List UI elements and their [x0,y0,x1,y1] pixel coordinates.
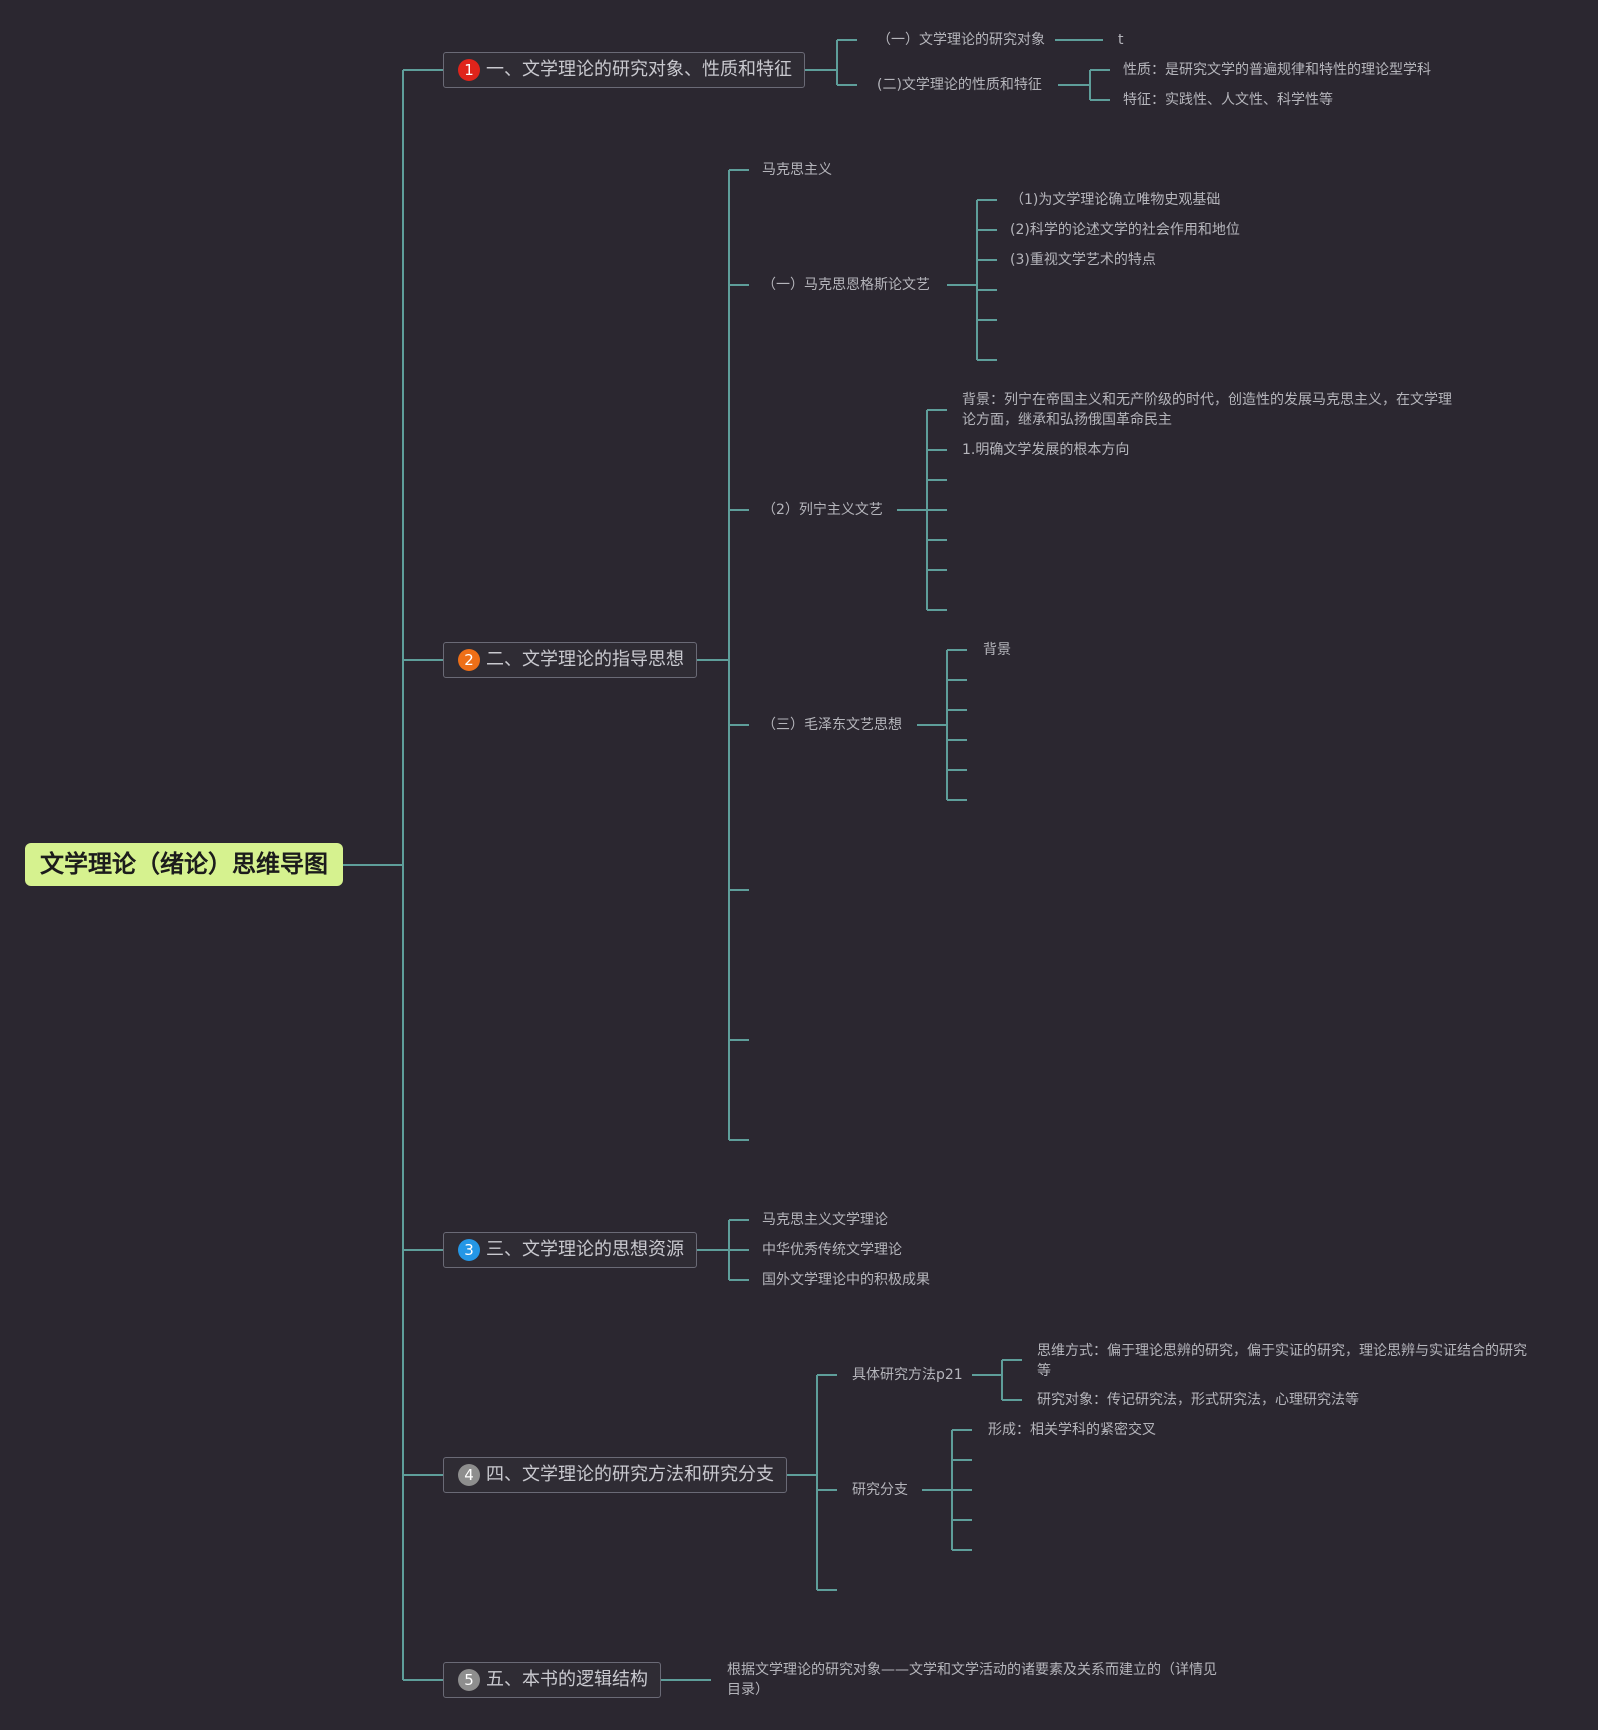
number-badge-2: 2 [458,649,480,671]
main-topic-label: 三、文学理论的思想资源 [486,1239,684,1260]
subtopic-book-structure[interactable]: 根据文学理论的研究对象——文学和文学活动的诸要素及关系而建立的（详情见目录） [727,1662,1217,1698]
number-badge-4: 4 [458,1464,480,1486]
subtopic-t[interactable]: t [1118,32,1124,48]
main-topic-label: 二、文学理论的指导思想 [486,649,684,670]
subtopic-branches-formation[interactable]: 形成：相关学科的紧密交叉 [988,1422,1156,1438]
subtopic-branches[interactable]: 研究分支 [852,1482,908,1498]
subtopic-features[interactable]: 特征：实践性、人文性、科学性等 [1123,92,1333,108]
main-topic-label: 五、本书的逻辑结构 [486,1669,648,1690]
subtopic-lenin-direction[interactable]: 1.明确文学发展的根本方向 [962,442,1130,458]
number-badge-1: 1 [458,59,480,81]
subtopic-marx-2[interactable]: (2)科学的论述文学的社会作用和地位 [1010,222,1240,238]
subtopic-marx-engels[interactable]: （一）马克思恩格斯论文艺 [762,277,930,293]
subtopic-mao[interactable]: （三）毛泽东文艺思想 [762,717,902,733]
main-topic-1[interactable]: 1 一、文学理论的研究对象、性质和特征 [443,52,805,88]
number-badge-5: 5 [458,1669,480,1691]
main-topic-label: 四、文学理论的研究方法和研究分支 [486,1464,774,1485]
subtopic-marxism[interactable]: 马克思主义 [762,162,832,178]
subtopic-leninism[interactable]: （2）列宁主义文艺 [762,502,883,518]
main-topic-label: 一、文学理论的研究对象、性质和特征 [486,59,792,80]
number-badge-3: 3 [458,1239,480,1261]
main-topic-5[interactable]: 5 五、本书的逻辑结构 [443,1662,661,1698]
subtopic-marx-3[interactable]: (3)重视文学艺术的特点 [1010,252,1156,268]
subtopic-mao-background[interactable]: 背景 [983,642,1011,658]
subtopic-methods[interactable]: 具体研究方法p21 [852,1367,963,1383]
subtopic-research-object-methods[interactable]: 研究对象：传记研究法，形式研究法，心理研究法等 [1037,1392,1359,1408]
subtopic-thinking-mode[interactable]: 思维方式：偏于理论思辨的研究，偏于实证的研究，理论思辨与实证结合的研究等 [1037,1343,1527,1379]
subtopic-research-object[interactable]: （一）文学理论的研究对象 [877,32,1045,48]
subtopic-marx-1[interactable]: （1)为文学理论确立唯物史观基础 [1010,192,1221,208]
subtopic-lenin-background[interactable]: 背景：列宁在帝国主义和无产阶级的时代，创造性的发展马克思主义，在文学理论方面，继… [962,392,1452,428]
subtopic-chinese-tradition[interactable]: 中华优秀传统文学理论 [762,1242,902,1258]
subtopic-nature[interactable]: 性质：是研究文学的普遍规律和特性的理论型学科 [1123,62,1431,78]
main-topic-2[interactable]: 2 二、文学理论的指导思想 [443,642,697,678]
subtopic-foreign-achievements[interactable]: 国外文学理论中的积极成果 [762,1272,930,1288]
main-topic-3[interactable]: 3 三、文学理论的思想资源 [443,1232,697,1268]
subtopic-nature-features[interactable]: (二)文学理论的性质和特征 [877,77,1042,93]
main-topic-4[interactable]: 4 四、文学理论的研究方法和研究分支 [443,1457,787,1493]
subtopic-marxist-theory[interactable]: 马克思主义文学理论 [762,1212,888,1228]
root-topic[interactable]: 文学理论（绪论）思维导图 [25,843,343,886]
